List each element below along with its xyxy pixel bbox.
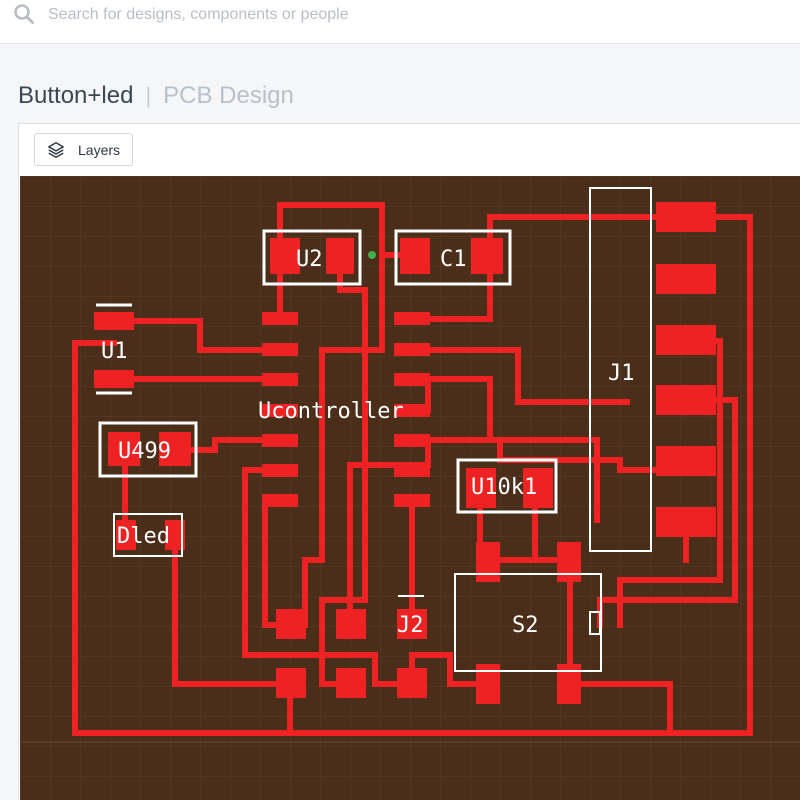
page-title: Button+led | PCB Design: [18, 82, 294, 114]
silkscreen-outlines: [96, 187, 652, 672]
layers-button[interactable]: Layers: [34, 133, 133, 166]
search-icon: [14, 4, 34, 24]
label-j2: J2: [397, 613, 424, 638]
label-ucontroller: Ucontroller: [258, 399, 404, 424]
label-s2: S2: [512, 613, 539, 638]
design-type: PCB Design: [163, 82, 294, 109]
search-bar: [0, 0, 800, 44]
label-u1: U1: [101, 339, 128, 364]
layers-icon: [48, 142, 64, 158]
label-u10k1: U10k1: [471, 475, 537, 500]
j1-outline: [589, 187, 652, 552]
design-name: Button+led: [18, 82, 134, 109]
title-separator: |: [145, 83, 152, 108]
search-input[interactable]: [48, 0, 788, 30]
label-u499: U499: [118, 439, 171, 464]
label-dled: Dled: [117, 524, 170, 549]
s2-notch: [589, 611, 601, 635]
pcb-canvas[interactable]: U2 C1 U1 Ucontroller U499 Dled U10k1 J1 …: [20, 176, 800, 800]
label-u2: U2: [296, 247, 323, 272]
u499-outline: [98, 421, 198, 478]
editor-toolbar: Layers: [19, 124, 800, 177]
label-j1: J1: [608, 361, 635, 386]
u2-outline: [262, 229, 362, 286]
via: [368, 251, 376, 259]
dled-outline: [113, 513, 183, 557]
label-c1: C1: [440, 247, 467, 272]
u10k1-outline: [456, 458, 558, 514]
pcb-board[interactable]: U2 C1 U1 Ucontroller U499 Dled U10k1 J1 …: [20, 176, 800, 800]
copper-pads: [94, 202, 716, 704]
layers-label: Layers: [78, 142, 121, 158]
c1-outline: [394, 229, 512, 286]
